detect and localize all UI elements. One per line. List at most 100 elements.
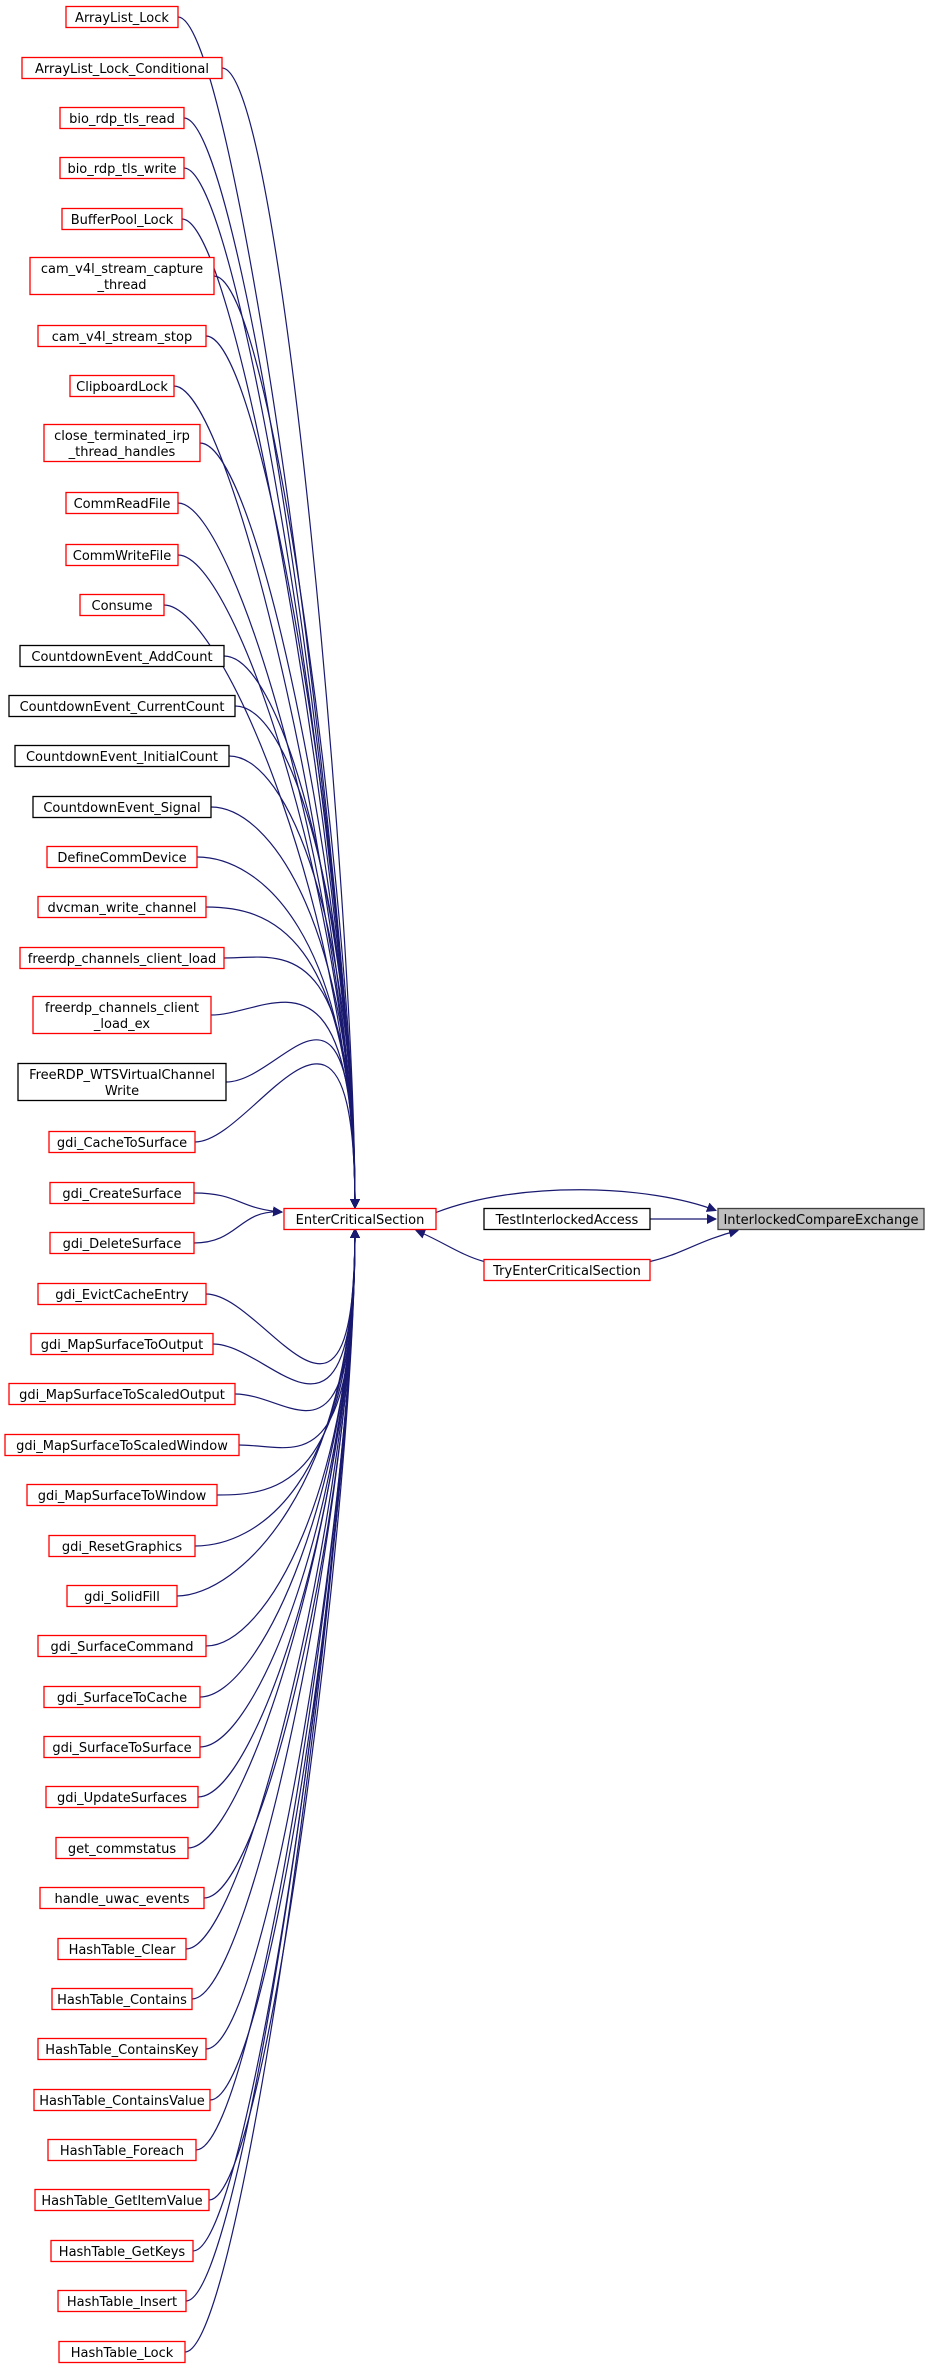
caller-node-hashtable-getitemvalue[interactable]: HashTable_GetItemValue xyxy=(34,2188,210,2212)
caller-node-hashtable-clear[interactable]: HashTable_Clear xyxy=(57,1937,187,1961)
caller-node-freerdp-channels-client-load-ex-label: _load_ex xyxy=(93,1017,151,1032)
caller-node-bufferpool-lock-label: BufferPool_Lock xyxy=(71,213,174,228)
caller-node-handle-uwac-events-box xyxy=(39,1886,205,1910)
interlocked-compare-exchange-node-box xyxy=(717,1207,925,1231)
caller-node-countdownevent-signal[interactable]: CountdownEvent_Signal xyxy=(32,795,212,819)
caller-node-freerdp-channels-client-load-ex-label: freerdp_channels_client xyxy=(45,1001,199,1016)
edge-bio-rdp-tls-write-to-enter-critical-section xyxy=(183,167,360,1209)
caller-node-freerdp-wtsvirtualchannelwrite-label: FreeRDP_WTSVirtualChannel xyxy=(29,1068,215,1083)
caller-node-bio-rdp-tls-read-label: bio_rdp_tls_read xyxy=(69,112,175,127)
interlocked-compare-exchange-node[interactable]: InterlockedCompareExchange xyxy=(717,1207,925,1231)
edge-hashtable-foreach-to-enter-critical-section xyxy=(195,1228,360,2151)
caller-node-gdi-updatesurfaces[interactable]: gdi_UpdateSurfaces xyxy=(45,1785,199,1809)
caller-node-close-terminated-irp-thread-handles[interactable]: close_terminated_irp_thread_handles xyxy=(43,423,201,463)
caller-node-hashtable-contains[interactable]: HashTable_Contains xyxy=(51,1987,193,2011)
caller-node-gdi-mapsurfacetooutput[interactable]: gdi_MapSurfaceToOutput xyxy=(30,1332,214,1356)
caller-node-consume[interactable]: Consume xyxy=(79,593,165,617)
caller-node-get-commstatus[interactable]: get_commstatus xyxy=(55,1836,189,1860)
caller-node-gdi-createsurface[interactable]: gdi_CreateSurface xyxy=(49,1181,195,1205)
caller-node-gdi-evictcacheentry-box xyxy=(37,1282,207,1306)
caller-node-arraylist-lock-conditional-label: ArrayList_Lock_Conditional xyxy=(35,62,209,77)
caller-node-cam-v4l-stream-stop[interactable]: cam_v4l_stream_stop xyxy=(37,324,207,348)
caller-node-hashtable-containskey-box xyxy=(37,2037,207,2061)
caller-node-clipboardlock-box xyxy=(69,374,175,398)
edge-gdi-createsurface-to-enter-critical-section xyxy=(193,1192,283,1217)
caller-node-consume-label: Consume xyxy=(92,599,153,614)
caller-node-hashtable-getkeys[interactable]: HashTable_GetKeys xyxy=(50,2239,194,2263)
caller-node-gdi-mapsurfacetoscaledoutput[interactable]: gdi_MapSurfaceToScaledOutput xyxy=(8,1382,236,1406)
caller-node-gdi-surfacecommand[interactable]: gdi_SurfaceCommand xyxy=(37,1634,207,1658)
caller-node-countdownevent-initialcount[interactable]: CountdownEvent_InitialCount xyxy=(14,744,230,768)
caller-node-countdownevent-signal-label: CountdownEvent_Signal xyxy=(43,801,200,816)
caller-node-cam-v4l-stream-capture-thread-label: cam_v4l_stream_capture xyxy=(41,262,203,277)
caller-node-arraylist-lock[interactable]: ArrayList_Lock xyxy=(65,5,179,29)
caller-node-get-commstatus-box xyxy=(55,1836,189,1860)
caller-node-hashtable-containsvalue-label: HashTable_ContainsValue xyxy=(39,2094,205,2109)
caller-node-gdi-solidfill-box xyxy=(66,1584,178,1608)
caller-node-gdi-mapsurfacetoscaledwindow[interactable]: gdi_MapSurfaceToScaledWindow xyxy=(4,1433,240,1457)
caller-node-definecommdevice[interactable]: DefineCommDevice xyxy=(46,845,198,869)
caller-node-bufferpool-lock[interactable]: BufferPool_Lock xyxy=(61,207,183,231)
caller-node-countdownevent-currentcount[interactable]: CountdownEvent_CurrentCount xyxy=(8,694,236,718)
caller-node-gdi-surfacetosurface-label: gdi_SurfaceToSurface xyxy=(52,1741,191,1756)
enter-critical-section-node-box xyxy=(283,1207,437,1231)
caller-node-hashtable-getitemvalue-box xyxy=(34,2188,210,2212)
caller-node-gdi-mapsurfacetoscaledwindow-label: gdi_MapSurfaceToScaledWindow xyxy=(16,1439,228,1454)
test-interlocked-access-node-box xyxy=(483,1207,651,1231)
caller-node-freerdp-channels-client-load-ex-box xyxy=(32,995,212,1035)
caller-node-cam-v4l-stream-stop-label: cam_v4l_stream_stop xyxy=(52,330,193,345)
caller-node-handle-uwac-events[interactable]: handle_uwac_events xyxy=(39,1886,205,1910)
caller-node-gdi-resetgraphics-box xyxy=(48,1534,196,1558)
caller-node-gdi-deletesurface[interactable]: gdi_DeleteSurface xyxy=(49,1231,195,1255)
caller-node-gdi-solidfill[interactable]: gdi_SolidFill xyxy=(66,1584,178,1608)
edge-gdi-cachetosurface-to-enter-critical-section xyxy=(194,1063,360,1209)
caller-node-gdi-mapsurfacetoscaledwindow-box xyxy=(4,1433,240,1457)
caller-node-arraylist-lock-box xyxy=(65,5,179,29)
caller-node-commwritefile[interactable]: CommWriteFile xyxy=(65,543,179,567)
caller-node-hashtable-containskey-label: HashTable_ContainsKey xyxy=(45,2043,199,2058)
interlocked-compare-exchange-node-label: InterlockedCompareExchange xyxy=(723,1213,918,1228)
edge-countdownevent-initialcount-to-enter-critical-section xyxy=(228,755,360,1209)
caller-node-hashtable-foreach[interactable]: HashTable_Foreach xyxy=(47,2138,197,2162)
caller-node-freerdp-channels-client-load-ex[interactable]: freerdp_channels_client_load_ex xyxy=(32,995,212,1035)
try-enter-critical-section-node[interactable]: TryEnterCriticalSection xyxy=(483,1258,651,1282)
caller-node-clipboardlock[interactable]: ClipboardLock xyxy=(69,374,175,398)
caller-node-hashtable-getkeys-label: HashTable_GetKeys xyxy=(59,2245,186,2260)
caller-node-gdi-updatesurfaces-box xyxy=(45,1785,199,1809)
caller-node-countdownevent-addcount[interactable]: CountdownEvent_AddCount xyxy=(19,644,225,668)
enter-critical-section-node[interactable]: EnterCriticalSection xyxy=(283,1207,437,1231)
caller-node-gdi-mapsurfacetowindow[interactable]: gdi_MapSurfaceToWindow xyxy=(26,1483,218,1507)
caller-node-hashtable-containskey[interactable]: HashTable_ContainsKey xyxy=(37,2037,207,2061)
caller-node-hashtable-insert[interactable]: HashTable_Insert xyxy=(57,2289,187,2313)
caller-node-gdi-deletesurface-label: gdi_DeleteSurface xyxy=(63,1237,182,1252)
edge-freerdp-wtsvirtualchannelwrite-to-enter-critical-section xyxy=(225,1039,360,1209)
caller-node-bio-rdp-tls-write[interactable]: bio_rdp_tls_write xyxy=(59,156,185,180)
caller-node-dvcman-write-channel[interactable]: dvcman_write_channel xyxy=(37,895,207,919)
caller-node-freerdp-wtsvirtualchannelwrite-label: Write xyxy=(105,1084,139,1099)
caller-node-hashtable-foreach-label: HashTable_Foreach xyxy=(60,2144,184,2159)
caller-node-cam-v4l-stream-stop-box xyxy=(37,324,207,348)
caller-node-bio-rdp-tls-read[interactable]: bio_rdp_tls_read xyxy=(59,106,185,130)
caller-node-gdi-cachetosurface[interactable]: gdi_CacheToSurface xyxy=(48,1130,196,1154)
caller-node-arraylist-lock-conditional[interactable]: ArrayList_Lock_Conditional xyxy=(21,56,223,80)
caller-node-hashtable-lock-box xyxy=(58,2340,186,2364)
caller-node-gdi-evictcacheentry[interactable]: gdi_EvictCacheEntry xyxy=(37,1282,207,1306)
caller-node-commreadfile[interactable]: CommReadFile xyxy=(65,491,179,515)
caller-node-gdi-surfacetosurface[interactable]: gdi_SurfaceToSurface xyxy=(43,1735,201,1759)
caller-node-freerdp-channels-client-load[interactable]: freerdp_channels_client_load xyxy=(19,946,225,970)
test-interlocked-access-node[interactable]: TestInterlockedAccess xyxy=(483,1207,651,1231)
test-interlocked-access-node-label: TestInterlockedAccess xyxy=(495,1213,639,1228)
edge-gdi-deletesurface-to-enter-critical-section xyxy=(193,1206,283,1244)
caller-node-hashtable-containsvalue[interactable]: HashTable_ContainsValue xyxy=(33,2088,211,2112)
caller-node-countdownevent-currentcount-box xyxy=(8,694,236,718)
edge-hashtable-lock-to-enter-critical-section xyxy=(184,1228,360,2353)
caller-node-gdi-surfacetosurface-box xyxy=(43,1735,201,1759)
edge-get-commstatus-to-enter-critical-section xyxy=(187,1228,360,1849)
caller-node-hashtable-lock[interactable]: HashTable_Lock xyxy=(58,2340,186,2364)
caller-node-gdi-cachetosurface-label: gdi_CacheToSurface xyxy=(57,1136,187,1151)
caller-node-gdi-surfacetocache[interactable]: gdi_SurfaceToCache xyxy=(43,1685,201,1709)
caller-node-cam-v4l-stream-capture-thread[interactable]: cam_v4l_stream_capture_thread xyxy=(29,256,215,296)
enter-critical-section-node-label: EnterCriticalSection xyxy=(296,1213,425,1228)
caller-node-gdi-resetgraphics[interactable]: gdi_ResetGraphics xyxy=(48,1534,196,1558)
